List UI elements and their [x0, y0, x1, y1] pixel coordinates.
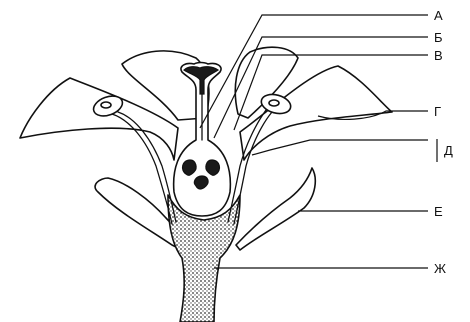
label-a: А [434, 8, 443, 23]
anther-left-pollen [101, 102, 111, 108]
label-v: В [434, 48, 443, 63]
label-g: Г [434, 104, 441, 119]
anther-right-pollen [269, 100, 279, 106]
label-b: Б [434, 30, 443, 45]
label-e: Е [434, 204, 443, 219]
sepal-right [236, 168, 315, 250]
label-d: Д [444, 143, 453, 158]
leader-d [252, 140, 428, 155]
sepal-left [95, 178, 178, 248]
label-zh: Ж [434, 261, 446, 276]
